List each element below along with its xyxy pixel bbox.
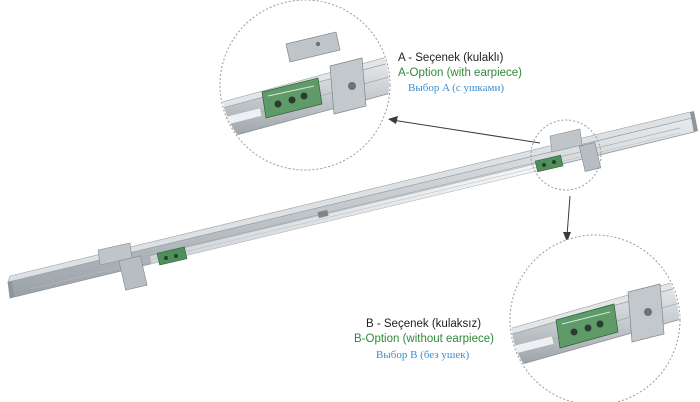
main-rail	[7, 111, 698, 299]
detail-view-b	[509, 234, 681, 402]
option-a-label-en: A-Option (with earpiece)	[398, 67, 522, 79]
option-b-label-ru: Выбор B (без ушек)	[376, 349, 470, 361]
callout-arrow-a	[388, 116, 541, 144]
detail-view-a	[219, 0, 391, 171]
option-b-label-en: B-Option (without earpiece)	[354, 333, 494, 345]
option-b-label-tr: B - Seçenek (kulaksız)	[366, 318, 482, 330]
option-a-label-tr: A - Seçenek (kulaklı)	[398, 52, 504, 64]
callout-arrow-b	[563, 195, 571, 242]
option-a-label-ru: Выбор A (с ушками)	[408, 82, 504, 94]
earpiece-tab	[285, 31, 341, 63]
detail-marker-circle	[530, 119, 602, 191]
